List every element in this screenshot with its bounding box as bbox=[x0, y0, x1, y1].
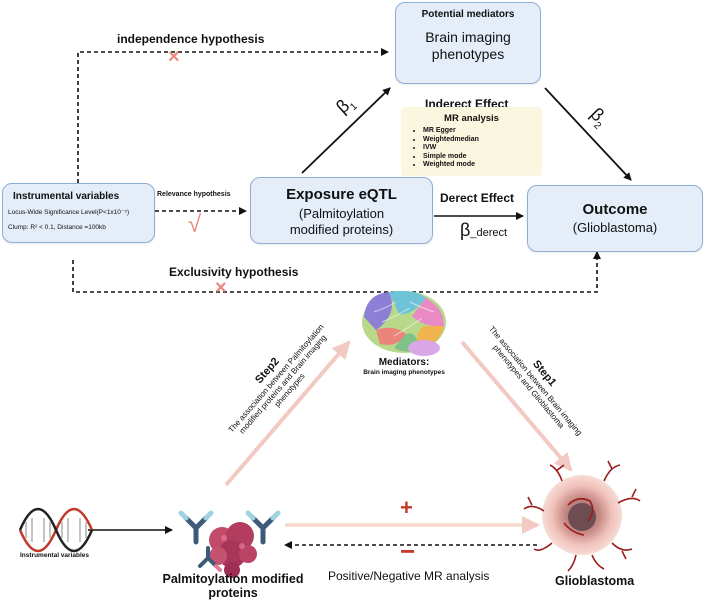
potential-mediators-line1: Brain imaging bbox=[425, 29, 511, 45]
instrumental-variables-title: Instrumental variables bbox=[13, 191, 120, 202]
glioblastoma-label: Glioblastoma bbox=[555, 574, 635, 588]
beta2-arrow bbox=[544, 87, 632, 181]
brain-icon bbox=[362, 290, 446, 356]
outcome-title: Outcome bbox=[582, 201, 648, 218]
beta-direct-label: β_derect bbox=[460, 220, 507, 241]
independence-cross-mark: × bbox=[168, 46, 180, 68]
exposure-line2: modified proteins) bbox=[289, 222, 394, 237]
antibody-icon bbox=[178, 510, 281, 572]
mr-method-item: MR Egger bbox=[423, 127, 479, 136]
relevance-hypothesis-label: Relevance hypothesis bbox=[157, 191, 231, 198]
step2-pink-arrow bbox=[224, 340, 351, 487]
protein-label: Palmitoylation modified proteins bbox=[150, 572, 316, 600]
independence-arrow bbox=[77, 48, 389, 183]
negative-sign: − bbox=[400, 536, 416, 566]
mr-methods-list: MR Egger Weightedmedian IVW Simple mode … bbox=[409, 127, 479, 170]
mr-method-item: Simple mode bbox=[423, 153, 479, 162]
mr-method-item: Weighted mode bbox=[423, 161, 479, 170]
beta-direct-subscript: _derect bbox=[470, 227, 508, 239]
instrumental-variables-box: Instrumental variables Locus-Wide Signif… bbox=[2, 183, 155, 243]
instrumental-variables-label: Instrumental variables bbox=[20, 552, 89, 559]
potential-mediators-title: Potential mediators bbox=[421, 9, 515, 20]
protein-label-line2: proteins bbox=[208, 586, 258, 600]
outcome-line1: (Glioblastoma) bbox=[572, 220, 658, 235]
potential-mediators-box: Potential mediators Brain imaging phenot… bbox=[395, 2, 541, 84]
exclusivity-arrow bbox=[72, 251, 601, 293]
iv-significance-level: Locus-Wide Significance Level(P<1x10⁻⁵) bbox=[8, 209, 130, 216]
exclusivity-cross-mark: × bbox=[215, 277, 227, 299]
exposure-title: Exposure eQTL bbox=[286, 186, 397, 203]
mr-analysis-label: Positive/Negative MR analysis bbox=[328, 569, 490, 583]
relevance-check-mark: √ bbox=[188, 211, 202, 238]
independence-hypothesis-label: independence hypothesis bbox=[117, 32, 265, 46]
protein-icon bbox=[209, 522, 257, 578]
positive-sign: + bbox=[400, 495, 413, 520]
exposure-box: Exposure eQTL (Palmitoylation modified p… bbox=[250, 177, 433, 244]
protein-label-line1: Palmitoylation modified bbox=[162, 572, 304, 586]
direct-effect-label: Derect Effect bbox=[440, 191, 515, 205]
indirect-effect-panel: MR analysis MR Egger Weightedmedian IVW … bbox=[401, 107, 542, 176]
beta-direct-symbol: β bbox=[460, 220, 471, 240]
mediators-title: Mediators: bbox=[378, 357, 430, 368]
mediators-subtitle: Brain imaging phenotypes bbox=[363, 369, 445, 376]
iv-clump-criteria: Clump: R² < 0.1, Distance =100kb bbox=[8, 224, 106, 231]
mr-method-item: Weightedmedian bbox=[423, 136, 479, 145]
glioblastoma-icon bbox=[523, 460, 641, 572]
beta1-arrow bbox=[301, 87, 391, 174]
potential-mediators-line2: phenotypes bbox=[431, 46, 505, 62]
mr-analysis-title: MR analysis bbox=[444, 113, 499, 124]
outcome-box: Outcome (Glioblastoma) bbox=[527, 185, 703, 252]
exclusivity-hypothesis-label: Exclusivity hypothesis bbox=[169, 265, 299, 279]
dna-icon bbox=[18, 508, 94, 552]
step1-pink-arrow bbox=[460, 340, 573, 472]
mr-method-item: IVW bbox=[423, 144, 479, 153]
exposure-line1: (Palmitoylation bbox=[298, 206, 385, 221]
